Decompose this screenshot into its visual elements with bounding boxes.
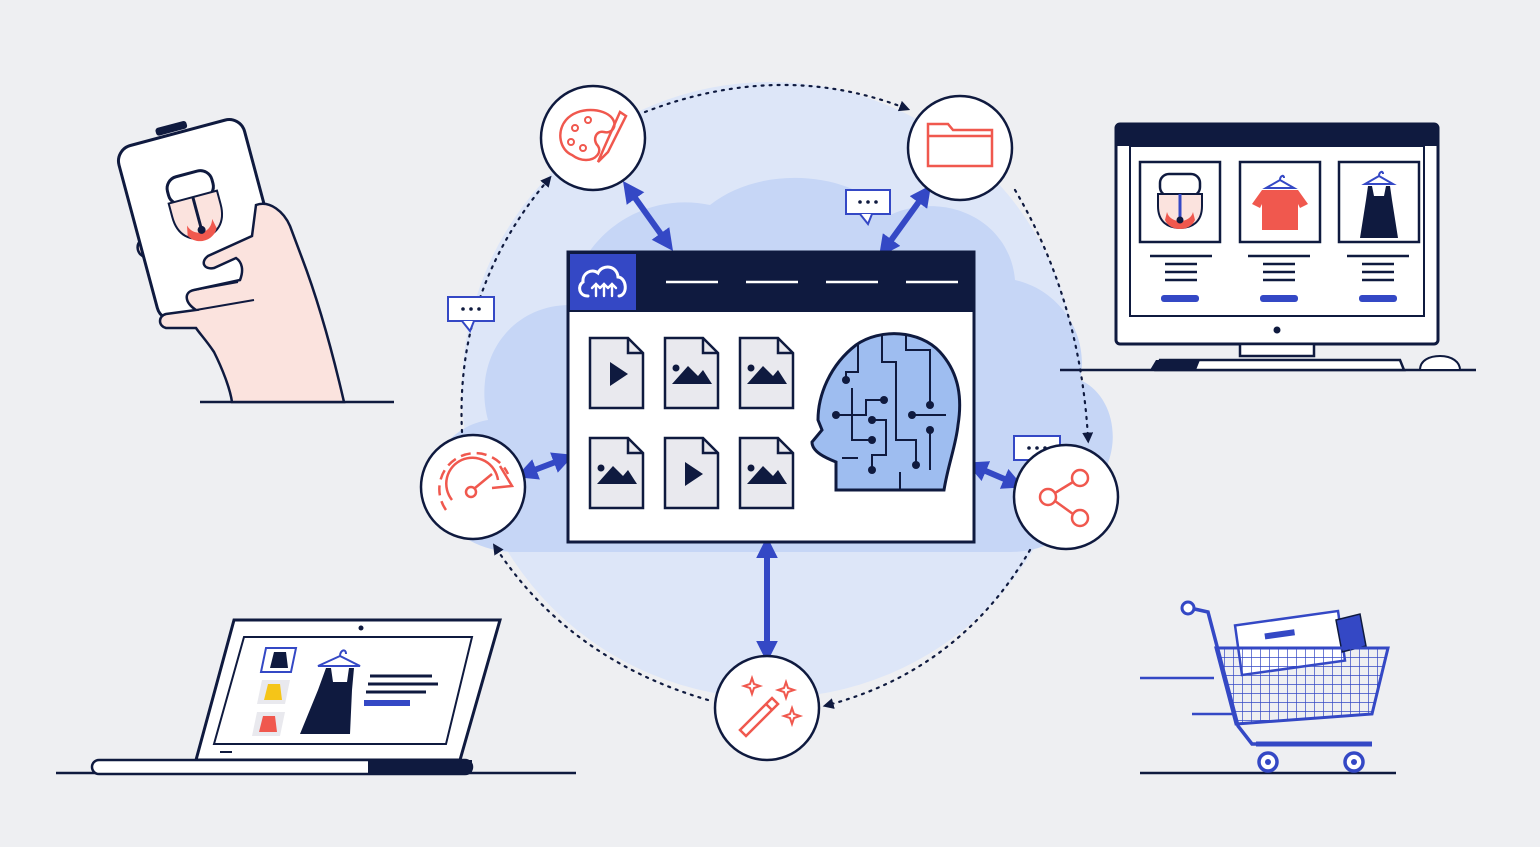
image-file-icon xyxy=(738,336,795,410)
product-card-dress xyxy=(1337,160,1421,244)
speed-lines xyxy=(1140,676,1236,716)
video-file-icon xyxy=(663,436,720,510)
desktop-monitor xyxy=(1060,122,1476,372)
folder-icon xyxy=(906,94,1014,202)
image-file-icon xyxy=(663,336,720,410)
image-file-icon xyxy=(738,436,795,510)
image-file-icon xyxy=(588,436,645,510)
thumbnail-red-dress xyxy=(252,712,285,736)
ai-brain-circuit-icon xyxy=(810,332,962,492)
skincare-product-icon xyxy=(165,169,223,242)
product-card-tshirt xyxy=(1238,160,1322,244)
video-file-icon xyxy=(588,336,645,410)
product-buy-buttons xyxy=(1161,295,1397,302)
product-text-lines xyxy=(1150,254,1409,282)
thumbnail-yellow-dress xyxy=(257,680,290,704)
product-card-skincare xyxy=(1138,160,1222,244)
phone-in-hand xyxy=(116,118,394,404)
share-icon xyxy=(1012,443,1120,551)
cloudinary-logo-icon xyxy=(570,254,636,310)
thumbnail-navy-dress xyxy=(259,647,298,673)
connector-arrows xyxy=(515,180,1024,663)
magic-wand-icon xyxy=(713,654,821,762)
product-description-lines xyxy=(364,674,438,706)
palette-brush-icon xyxy=(539,84,647,192)
speech-bubble-left xyxy=(447,296,495,333)
shopping-cart xyxy=(1140,600,1396,775)
featured-dress xyxy=(300,649,361,734)
speed-gauge-icon xyxy=(419,433,527,541)
media-library-window xyxy=(566,250,976,544)
laptop xyxy=(56,618,576,776)
